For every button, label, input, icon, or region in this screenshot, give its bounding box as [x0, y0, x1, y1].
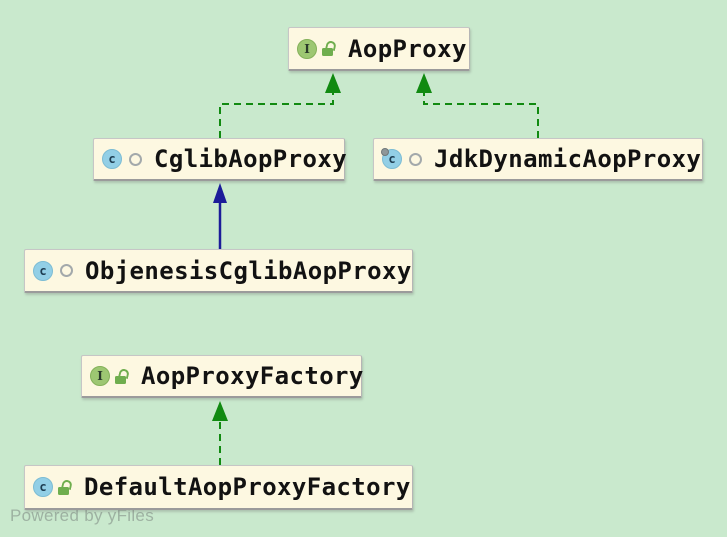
public-lock-icon [115, 369, 129, 384]
node-label: AopProxy [348, 34, 467, 63]
package-private-icon [129, 152, 142, 166]
class-icon: c [33, 260, 53, 281]
interface-icon: I [90, 366, 110, 386]
public-lock-icon [58, 480, 72, 495]
edge-default-implements-factory [212, 401, 228, 465]
node-label: DefaultAopProxyFactory [84, 473, 411, 501]
package-private-icon [60, 264, 73, 277]
node-default-aop-proxy-factory[interactable]: c DefaultAopProxyFactory [24, 465, 413, 510]
final-class-icon: c [381, 148, 402, 169]
edge-cglib-implements-aopproxy [219, 73, 341, 138]
implements-arrowhead [325, 73, 341, 93]
package-private-icon [409, 152, 422, 166]
node-aop-proxy-factory[interactable]: I AopProxyFactory [81, 355, 364, 398]
class-icon: c [33, 477, 53, 497]
edge-objenesis-extends-cglib [213, 183, 227, 249]
node-label: AopProxyFactory [141, 362, 364, 390]
implements-arrowhead [212, 401, 228, 421]
implements-arrowhead [416, 73, 432, 93]
public-lock-icon [322, 41, 336, 56]
node-cglib-aop-proxy[interactable]: c CglibAopProxy [93, 138, 348, 181]
class-icon: c [102, 149, 122, 169]
extends-arrowhead [213, 183, 227, 203]
node-label: CglibAopProxy [154, 145, 348, 173]
node-aop-proxy[interactable]: I AopProxy [288, 27, 470, 71]
yfiles-watermark: Powered by yFiles [10, 506, 154, 525]
node-objenesis-cglib-aop-proxy[interactable]: c ObjenesisCglibAopProxy [24, 249, 413, 293]
node-label: JdkDynamicAopProxy [434, 145, 702, 173]
node-jdk-dynamic-aop-proxy[interactable]: c JdkDynamicAopProxy [373, 138, 703, 181]
node-label: ObjenesisCglibAopProxy [85, 256, 412, 285]
edge-jdk-implements-aopproxy [416, 73, 539, 138]
interface-icon: I [297, 38, 317, 59]
